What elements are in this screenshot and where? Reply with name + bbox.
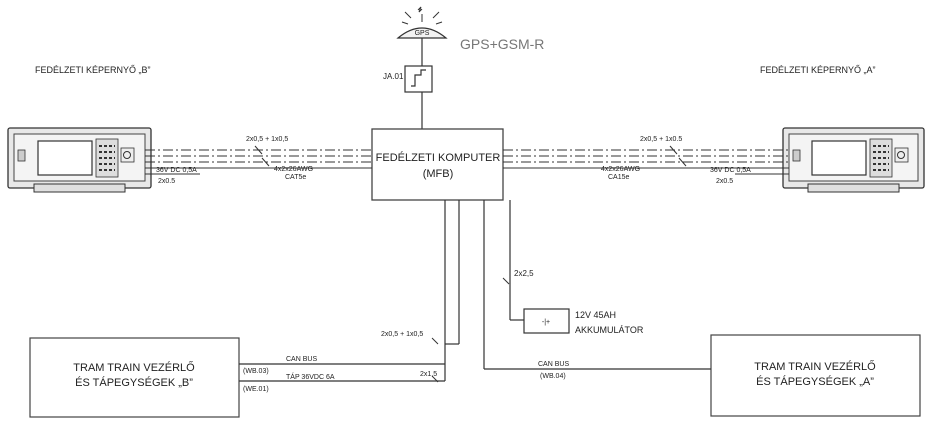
antenna-label: GPS: [415, 30, 430, 37]
connector-label: JA.01: [383, 72, 404, 81]
display-a-screen: [811, 140, 867, 176]
battery-cable-label: 2x2,5: [514, 269, 534, 278]
display-b-title: FEDÉLZETI KÉPERNYŐ „B”: [35, 65, 151, 75]
controller-b: TRAM TRAIN VEZÉRLŐ ÉS TÁPEGYSÉGEK „B”: [29, 337, 240, 418]
display-a-stand: [807, 183, 900, 193]
display-a-power-cable: 2x0.5: [716, 178, 733, 185]
display-a-device: [782, 127, 925, 193]
display-b-cable-cat-type: CAT5e: [285, 174, 306, 181]
controller-a-can-label: CAN BUS: [538, 361, 569, 368]
display-b-power-label: 36V DC 0,5A: [156, 167, 197, 174]
battery-label: AKKUMULÁTOR: [575, 325, 644, 335]
display-b-cable-cat: 4x2x26AWG: [274, 166, 313, 173]
display-b-power-cable: 2x0.5: [158, 178, 175, 185]
antenna-dome-icon: [396, 27, 448, 39]
controller-b-wiring: 2x0,5 + 1x0,5 CAN BUS (WB.03) 2x1,5 TÁP …: [239, 331, 459, 393]
controller-b-can-connector: (WB.03): [243, 368, 269, 375]
display-b-screen: [37, 140, 93, 176]
controller-a-wiring: CAN BUS (WB.04): [484, 361, 711, 380]
controller-b-power-label: TÁP 36VDC 6A: [286, 372, 335, 381]
controller-a-can-connector: (WB.04): [540, 373, 566, 380]
gps-antenna: GPS: [396, 6, 448, 66]
controller-b-power-connector: (WE.01): [243, 386, 269, 393]
controller-b-power-cable: 2x1,5: [420, 371, 437, 378]
controller-a: TRAM TRAIN VEZÉRLŐ ÉS TÁPEGYSÉGEK „A”: [710, 334, 921, 417]
controller-b-title: TRAM TRAIN VEZÉRLŐ: [73, 360, 195, 374]
display-b-stand: [33, 183, 126, 193]
signal-icon: [417, 6, 423, 13]
gps-gsm-label: GPS+GSM-R: [460, 36, 544, 52]
display-a-cable-cat: 4x2x26AWG: [601, 166, 640, 173]
signal-ray-left-icon: [404, 11, 412, 19]
controller-b-subtitle: ÉS TÁPEGYSÉGEK „B”: [75, 376, 193, 389]
ja01-connector: JA.01: [383, 65, 433, 129]
signal-ray-right-icon: [432, 11, 440, 19]
display-b-cable-top: 2x0,5 + 1x0,5: [246, 136, 288, 143]
controller-a-title: TRAM TRAIN VEZÉRLŐ: [754, 359, 876, 373]
display-a-power-label: 36V DC 0,5A: [710, 167, 751, 174]
controller-b-box: [29, 337, 240, 418]
battery-symbol-icon: -|+: [542, 319, 550, 326]
battery: -|+ 12V 45AH AKKUMULÁTOR: [523, 308, 644, 335]
controller-a-box: [710, 334, 921, 417]
display-a-cable-top: 2x0,5 + 1x0.5: [640, 136, 682, 143]
computer-subtitle: (MFB): [423, 168, 454, 180]
display-a-cable-cat-type: CA15e: [608, 174, 630, 181]
computer-box: [371, 128, 504, 201]
display-b-cables: 2x0,5 + 1x0,5 4x2x26AWG CAT5e 36V DC 0,5…: [145, 136, 372, 185]
display-b-device: [7, 127, 152, 193]
controller-b-can-label: CAN BUS: [286, 356, 317, 363]
battery-box: [523, 308, 570, 334]
computer-vertical-feeds: 2x2,5: [444, 200, 534, 381]
computer-title: FEDÉLZETI KOMPUTER: [376, 151, 501, 164]
step-symbol-icon: [411, 69, 426, 87]
controller-a-subtitle: ÉS TÁPEGYSÉGEK „A”: [756, 375, 874, 388]
battery-rating: 12V 45AH: [575, 310, 616, 320]
onboard-computer: FEDÉLZETI KOMPUTER (MFB): [371, 128, 504, 201]
connector-box: [404, 65, 433, 93]
display-a-cables: 2x0,5 + 1x0.5 4x2x26AWG CA15e 36V DC 0,5…: [503, 136, 789, 185]
controller-b-bus-cable: 2x0,5 + 1x0,5: [381, 331, 423, 338]
display-a-title: FEDÉLZETI KÉPERNYŐ „A”: [760, 65, 876, 75]
